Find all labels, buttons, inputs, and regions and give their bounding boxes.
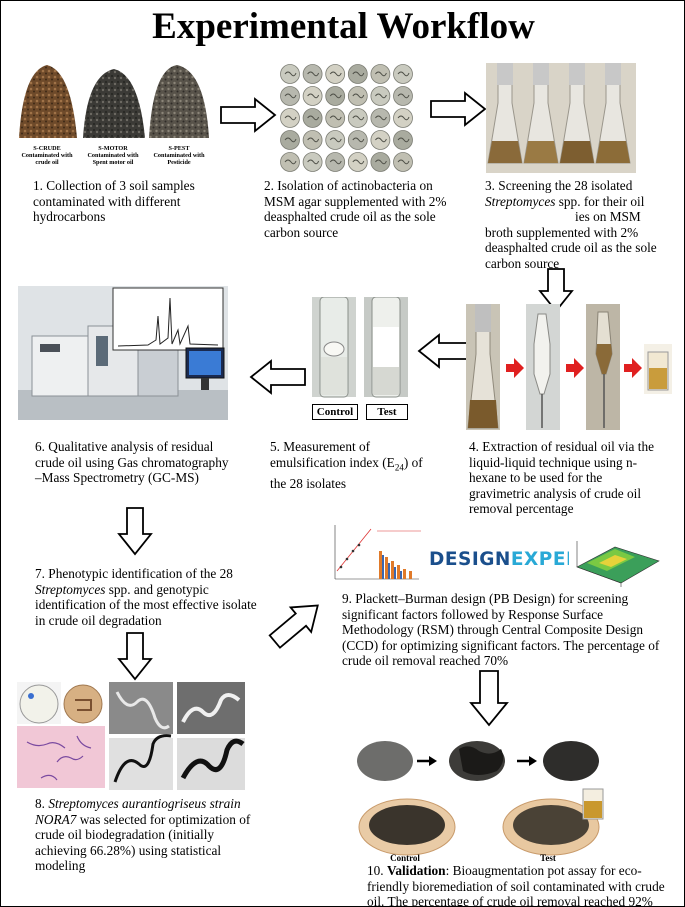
step-10-text: 10. Validation: Bioaugmentation pot assa… bbox=[367, 863, 667, 907]
step-2-text: 2. Isolation of actinobacteria on MSM ag… bbox=[264, 178, 447, 240]
arrow-down-icon bbox=[538, 268, 574, 313]
arrow-up-right-icon bbox=[268, 604, 319, 649]
step-10-part: 10. bbox=[367, 863, 384, 878]
soil-desc: Contaminated with crude oil bbox=[21, 152, 73, 166]
pot-assay-image bbox=[355, 739, 621, 863]
control-tube-label: Control bbox=[312, 404, 358, 420]
step-7-part: spp. and genotypic identification of the… bbox=[35, 581, 257, 628]
step-10-part: : Bioaugmentation pot assay for eco-frie… bbox=[367, 863, 665, 907]
flasks-image bbox=[486, 63, 636, 173]
step-8-italic: Streptomyces aurantiogriseus strain NORA… bbox=[35, 796, 241, 827]
step-3-part: spp. for their oil bbox=[558, 193, 645, 209]
step-5-part: 5. Measurement of emulsification index (… bbox=[270, 439, 395, 470]
soil-name: S-PEST bbox=[168, 145, 190, 152]
response-surface-image bbox=[569, 527, 665, 587]
petri-dishes-image bbox=[279, 63, 415, 173]
arrow-right-icon bbox=[430, 91, 487, 127]
soil-name: S-CRUDE bbox=[33, 145, 61, 152]
pot-test-label: Test bbox=[540, 853, 556, 863]
step-9-text: 9. Plackett–Burman design (PB Design) fo… bbox=[342, 591, 660, 668]
soil-name: S-MOTOR bbox=[98, 145, 128, 152]
soil-label-motor: S-MOTOR Contaminated with Spent motor oi… bbox=[81, 145, 145, 166]
arrow-down-icon bbox=[117, 507, 153, 556]
soil-label-pest: S-PEST Contaminated with Pesticide bbox=[147, 145, 211, 166]
pot-control-label: Control bbox=[390, 853, 420, 863]
step-8-text: 8. Streptomyces aurantiogriseus strain N… bbox=[35, 796, 255, 874]
step-3-part: 3. Screening the 28 isolated bbox=[485, 178, 633, 193]
arrow-right-icon bbox=[220, 97, 277, 133]
soil-label-crude: S-CRUDE Contaminated with crude oil bbox=[15, 145, 79, 166]
pb-design-charts-image bbox=[331, 521, 423, 583]
test-tube-label: Test bbox=[366, 404, 408, 420]
arrow-left-icon bbox=[249, 359, 306, 395]
microscopy-image bbox=[17, 682, 245, 790]
emulsification-tubes-image bbox=[312, 297, 408, 398]
gc-ms-instrument-image bbox=[18, 286, 228, 420]
step-7-text: 7. Phenotypic identification of the 28 S… bbox=[35, 566, 267, 628]
logo-part: DESIGN bbox=[429, 549, 511, 570]
step-3-italic: Streptomyces bbox=[485, 193, 556, 209]
step-5-sub: 24 bbox=[394, 462, 404, 473]
step-6-text: 6. Qualitative analysis of residual crud… bbox=[35, 439, 229, 485]
figure-title: Experimental Workflow bbox=[152, 6, 535, 47]
arrow-down-icon bbox=[469, 670, 509, 727]
step-10-bold: Validation bbox=[386, 863, 446, 878]
step-7-italic: Streptomyces bbox=[35, 581, 106, 597]
soil-desc: Contaminated with Spent motor oil bbox=[87, 152, 139, 166]
step-8-part: 8. bbox=[35, 796, 45, 811]
step-3-text: 3. Screening the 28 isolated Streptomyce… bbox=[485, 178, 665, 271]
step-8-part: was selected for optimization of crude o… bbox=[35, 811, 251, 874]
arrow-down-icon bbox=[117, 632, 153, 681]
extraction-image bbox=[466, 304, 672, 430]
soil-piles-graphic bbox=[19, 65, 209, 138]
step-1-text: 1. Collection of 3 soil samples contamin… bbox=[33, 178, 195, 224]
step-5-text: 5. Measurement of emulsification index (… bbox=[270, 439, 440, 491]
step-4-text: 4. Extraction of residual oil via the li… bbox=[469, 439, 654, 516]
step-5-part: ) of the 28 isolates bbox=[270, 454, 423, 491]
step-7-part: 7. Phenotypic identification of the 28 bbox=[35, 566, 233, 581]
step-3-part: ies on MSM broth supplemented with 2% de… bbox=[485, 209, 657, 271]
soil-desc: Contaminated with Pesticide bbox=[153, 152, 205, 166]
